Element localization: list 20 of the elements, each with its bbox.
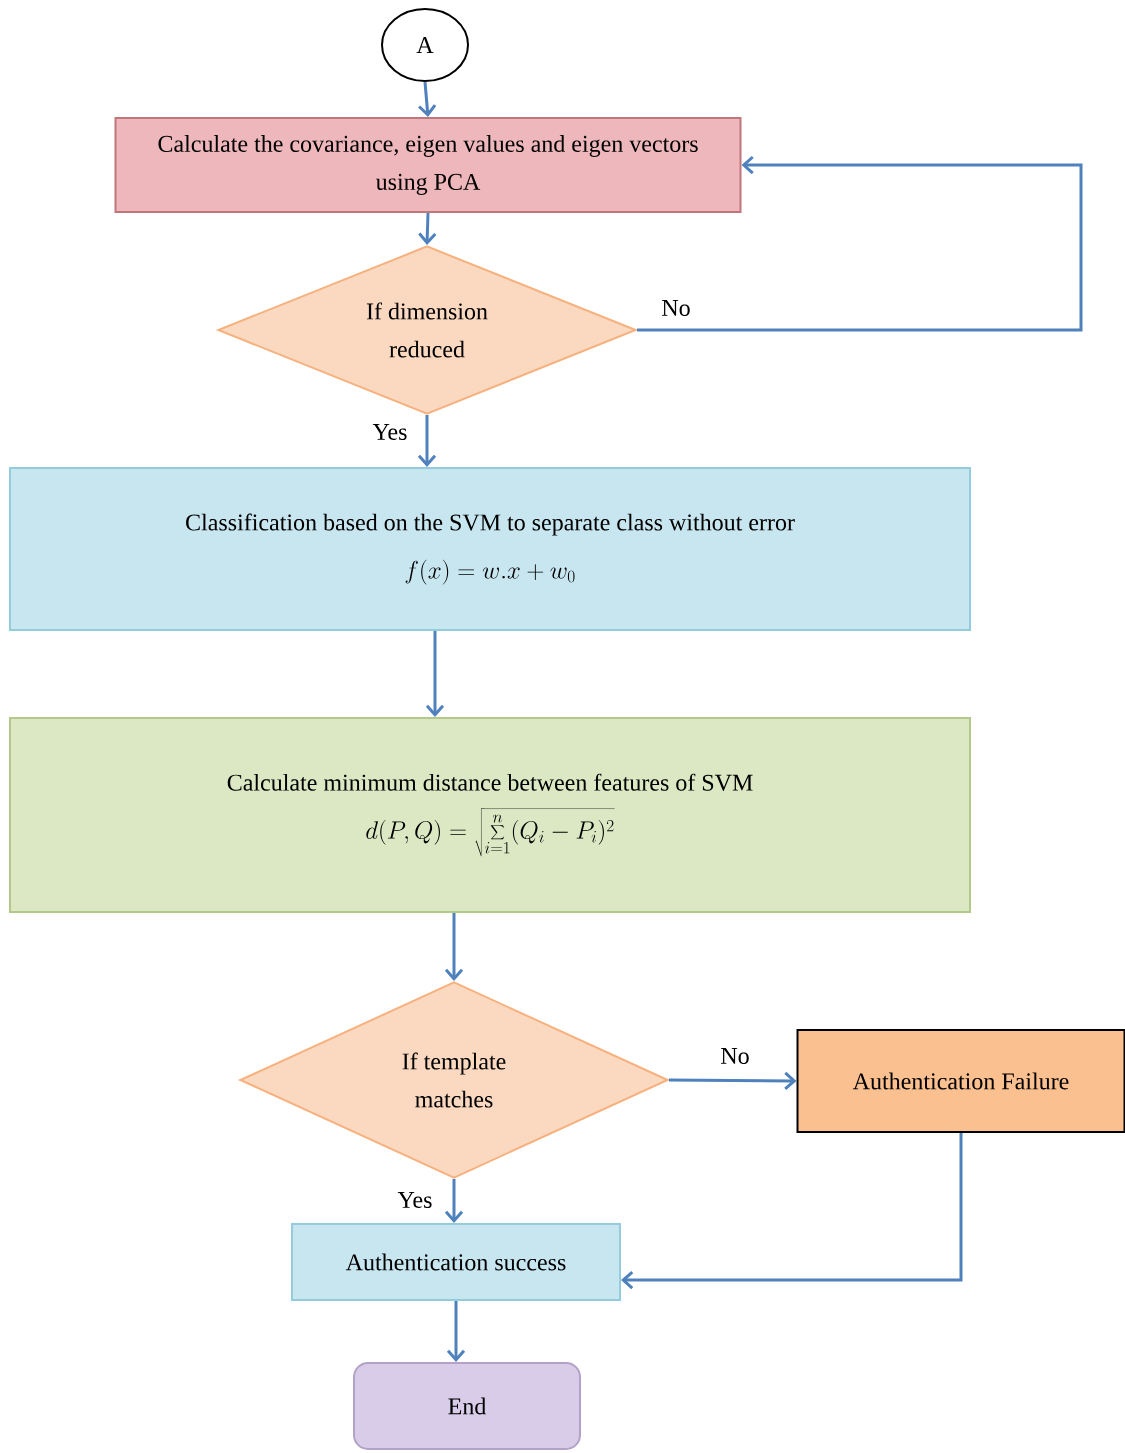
process-box: Calculate the covariance, eigen values and eigen vectors using PCA — [114, 117, 742, 213]
process-box: Calculate minimum distance between features of SVM $d(P,Q) = \sqrt{\sum_{i=1}^{n}(Q_i - P_i)^2}$ — [9, 717, 971, 913]
arrow — [669, 1071, 797, 1091]
terminal-box: End — [353, 1362, 581, 1450]
edge-label: No — [718, 1046, 752, 1066]
arrow — [446, 1301, 466, 1362]
arrow — [621, 1133, 963, 1290]
arrow — [418, 81, 437, 117]
process-box: Authentication success — [291, 1223, 621, 1301]
arrow — [418, 212, 437, 245]
arrow — [444, 913, 464, 981]
process-box: Authentication Failure — [796, 1029, 1125, 1133]
edge-label: No — [659, 298, 693, 318]
edge-label: Yes — [395, 1190, 435, 1210]
arrow — [417, 415, 437, 467]
arrow — [637, 155, 1083, 332]
arrow — [425, 631, 445, 717]
edge-label: Yes — [370, 422, 410, 442]
process-box: Classification based on the SVM to separate class without error $f(x) = w.x + w_0$ — [9, 467, 971, 631]
arrow — [444, 1179, 464, 1223]
